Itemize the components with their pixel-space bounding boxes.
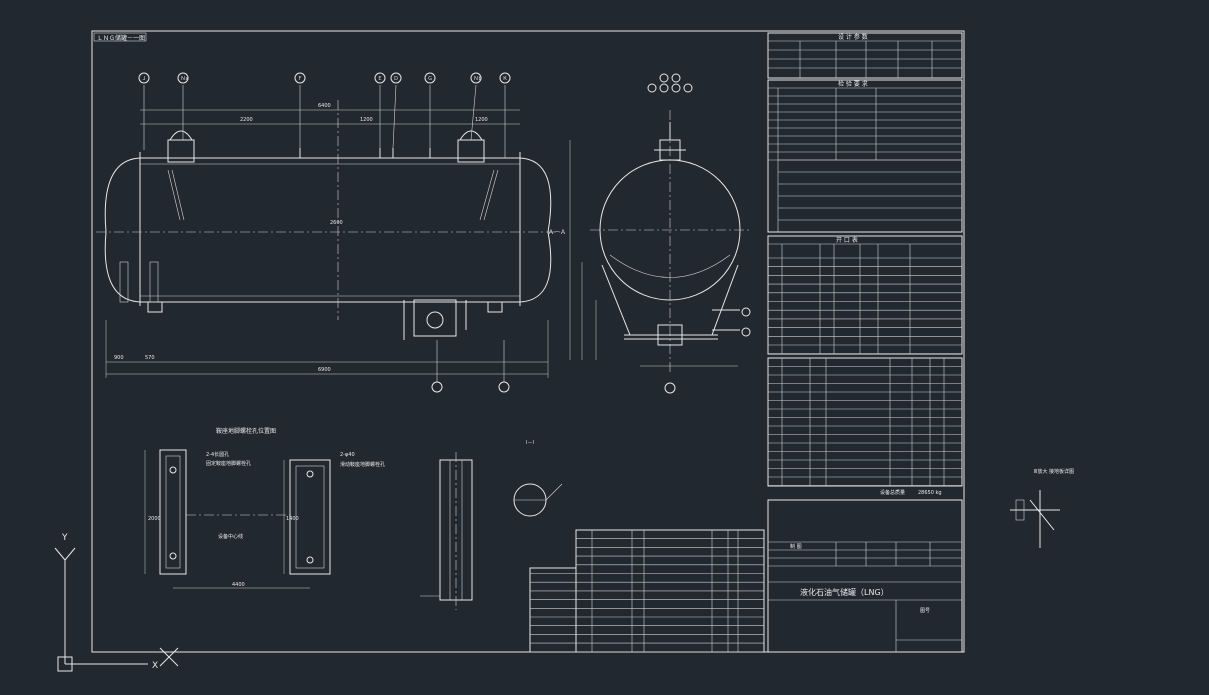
- design-parameter-table: 设 计 参 数: [767, 32, 963, 79]
- dim-left: 900: [114, 355, 124, 361]
- title-block-drawer: 制 图: [790, 543, 802, 550]
- nozzle-callout-2: [294, 72, 306, 84]
- side-section-tag: Ａ－Ａ: [548, 229, 566, 236]
- detail-label-b: 滑动鞍座地脚螺栓孔: [340, 461, 385, 468]
- grounding-plate-detail: [420, 452, 473, 610]
- dim-seg-2: 1200: [360, 117, 373, 123]
- nozzle-callout-1: [177, 72, 189, 84]
- detail-label-a: 固定鞍座地脚螺栓孔: [206, 460, 251, 467]
- callout-bottom-h: [431, 381, 443, 393]
- lower-parts-rows: [530, 538, 764, 653]
- nozzle-callout-6: [470, 72, 482, 84]
- side-detail-title: Ⅲ放大 接地板详图: [1034, 468, 1074, 475]
- nozzle-callout-label: Ｅ: [378, 76, 383, 82]
- detail-note-2: 2-φ40: [340, 452, 355, 458]
- dim-tank-length: 6400: [318, 103, 331, 109]
- nozzle-callout-4: [390, 72, 402, 84]
- dim-overall: 6900: [318, 367, 331, 373]
- side-grounding-detail: Ⅲ放大 接地板详图: [1010, 468, 1074, 548]
- total-weight-value: 28650 kg: [918, 490, 942, 496]
- nozzle-callout-label: Ｎa: [181, 76, 189, 82]
- callout-end-bottom: [664, 382, 676, 394]
- title-block-drawing-no: 图号: [920, 608, 930, 614]
- drawing-frame: [91, 30, 965, 653]
- detail-dim-w: 1400: [286, 516, 299, 522]
- inspection-table: 检 验 要 求: [767, 79, 963, 233]
- anchor-bolt-detail: 鞍座地脚螺栓孔位置图 2-4长圆孔 固定鞍座地脚螺栓孔 2-φ40 滑动鞍座地脚…: [144, 427, 385, 589]
- frame-tag-box: [93, 32, 147, 42]
- detail-dim-base: 4400: [232, 582, 245, 588]
- ucs-axis-icon: Y X: [54, 533, 179, 672]
- tank-elevation-view: 6400 2200 1200 1200 900 570 6900 2600 Ｊ Ｎ…: [96, 72, 560, 393]
- dim-seg-3: 1200: [475, 117, 488, 123]
- nozzle-callout-label: Ｎb: [474, 76, 482, 82]
- detail-dim-h: 2000: [148, 516, 161, 522]
- nozzle-callout-7: [499, 72, 511, 84]
- small-section: Ⅰ－Ⅰ: [513, 440, 563, 517]
- axis-y-label: Y: [61, 533, 68, 543]
- dim-height-label: 2600: [330, 220, 343, 226]
- design-table-title: 设 计 参 数: [838, 33, 868, 41]
- nozzle-table-title: 开 口 表: [836, 236, 858, 244]
- dim-seg-1: 2200: [240, 117, 253, 123]
- nozzle-table-rows: [768, 266, 962, 355]
- parts-list-table: 设备总质量 28650 kg: [767, 357, 963, 496]
- nozzle-callout-label: Ｊ: [142, 76, 147, 82]
- title-block-name: 液化石油气储罐（LNG）: [800, 587, 889, 597]
- dim-mid: 570: [145, 355, 155, 361]
- tank-end-view: Ａ－Ａ: [548, 73, 752, 394]
- nozzle-callout-label: Ｇ: [428, 76, 433, 82]
- nozzle-callout-5: [424, 72, 436, 84]
- nozzle-callout-label: Ｆ: [298, 76, 303, 82]
- nozzle-callout-0: [138, 72, 150, 84]
- nozzle-leaders: [143, 84, 506, 158]
- nozzle-callout-label: Ｄ: [394, 76, 399, 82]
- nozzle-callout-label: Ｋ: [503, 76, 508, 82]
- callout-bottom-l: [498, 381, 510, 393]
- nozzle-callout-3: [374, 72, 386, 84]
- title-block: 液化石油气储罐（LNG） 制 图 图号: [767, 499, 963, 653]
- lower-parts-table: [529, 529, 765, 653]
- detail-note-1: 2-4长圆孔: [206, 451, 229, 458]
- nozzle-callouts: Ｊ Ｎa Ｆ Ｅ Ｄ Ｇ Ｎb Ｋ: [138, 72, 511, 84]
- total-weight-label: 设备总质量: [880, 489, 905, 496]
- nozzle-table: 开 口 表: [767, 235, 963, 355]
- axis-x-label: X: [152, 661, 158, 671]
- small-section-tag: Ⅰ－Ⅰ: [526, 440, 534, 446]
- inspect-table-title: 检 验 要 求: [838, 80, 868, 88]
- detail-title: 鞍座地脚螺栓孔位置图: [216, 427, 276, 435]
- frame-tag: ＬＮＧ储罐－一图: [97, 34, 145, 42]
- parts-table-rows: [768, 366, 962, 486]
- detail-center: 设备中心线: [218, 533, 243, 540]
